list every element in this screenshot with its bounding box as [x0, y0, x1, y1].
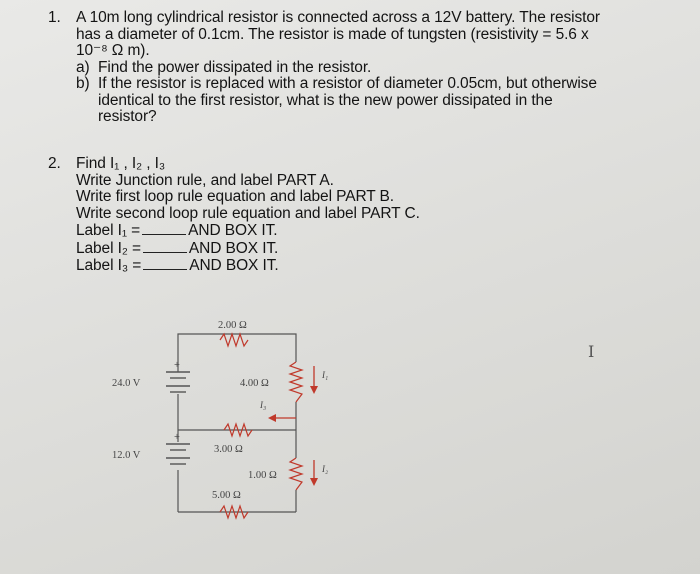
question-1-line-1: A 10m long cylindrical resistor is conne…	[76, 9, 600, 26]
label-battery-lower: 12.0 V	[112, 450, 141, 461]
battery-lower: +	[166, 432, 190, 465]
question-1b: b) If the resistor is replaced with a res…	[48, 75, 668, 93]
label-i1-row: Label I₁ = AND BOX IT.	[48, 222, 668, 240]
question-1a-label: a)	[76, 58, 90, 76]
label-i1-blank	[142, 222, 187, 235]
resistor-bottom	[219, 504, 249, 520]
circuit-diagram: + + 2.00 Ω 4.00 Ω 3.00 Ω 1.00 Ω 5.00 Ω 2…	[112, 320, 328, 520]
label-i2: I₂	[321, 464, 328, 474]
label-i1-box-text: AND BOX IT.	[188, 222, 278, 239]
label-battery-upper: 24.0 V	[112, 378, 141, 389]
label-i2-prefix: Label I₂ =	[76, 239, 141, 257]
label-i3-blank	[143, 257, 188, 270]
question-1b-label: b)	[76, 75, 90, 92]
label-i3-row: Label I₃ = AND BOX IT.	[48, 257, 668, 275]
resistor-middle	[223, 422, 253, 438]
question-2-loop-1: Write first loop rule equation and label…	[76, 188, 395, 205]
label-i2-blank	[142, 240, 187, 253]
label-r-right-upper: 4.00 Ω	[240, 378, 269, 389]
svg-text:+: +	[174, 360, 180, 371]
label-r-bottom: 5.00 Ω	[212, 490, 241, 501]
question-1b-line-2: identical to the first resistor, what is…	[98, 91, 553, 109]
question-2-junction: Write Junction rule, and label PART A.	[76, 171, 334, 189]
question-1-line-3: 10⁻⁸ Ω m).	[76, 42, 150, 59]
wire-top	[177, 333, 297, 342]
label-i1-prefix: Label I₁ =	[76, 222, 141, 239]
label-r-middle: 3.00 Ω	[214, 444, 243, 455]
question-1-number: 1.	[48, 9, 61, 26]
label-r-top: 2.00 Ω	[218, 320, 247, 331]
question-1a-text: Find the power dissipated in the resisto…	[98, 58, 372, 76]
side-mark: I	[588, 342, 595, 361]
label-i3: I₃	[259, 400, 266, 410]
question-2-find: Find I₁ , I₂ , I₃	[76, 155, 166, 172]
question-2-number: 2.	[48, 155, 61, 172]
label-i1: I₁	[321, 370, 328, 380]
question-1a: a) Find the power dissipated in the resis…	[48, 58, 668, 77]
label-i2-box-text: AND BOX IT.	[188, 239, 279, 257]
label-i3-box-text: AND BOX IT.	[189, 257, 279, 274]
resistor-right-lower	[288, 457, 304, 491]
question-1-line-2: has a diameter of 0.1cm. The resistor is…	[76, 25, 589, 43]
battery-upper: +	[166, 360, 190, 393]
label-i2-row: Label I₂ = AND BOX IT.	[48, 240, 668, 258]
resistor-top	[219, 332, 249, 348]
svg-text:+: +	[174, 432, 180, 443]
question-2-loop-2: Write second loop rule equation and labe…	[76, 204, 420, 222]
question-1b-line-1: If the resistor is replaced with a resis…	[98, 75, 597, 92]
question-2: 2. Find I₁ , I₂ , I₃ Write Junction rule,…	[48, 155, 668, 275]
question-1b-line-3: resistor?	[98, 108, 157, 125]
question-1: 1. A 10m long cylindrical resistor is con…	[48, 9, 668, 126]
resistor-right-upper	[288, 361, 304, 403]
label-r-right-lower: 1.00 Ω	[248, 470, 277, 481]
label-i3-prefix: Label I₃ =	[76, 257, 142, 274]
